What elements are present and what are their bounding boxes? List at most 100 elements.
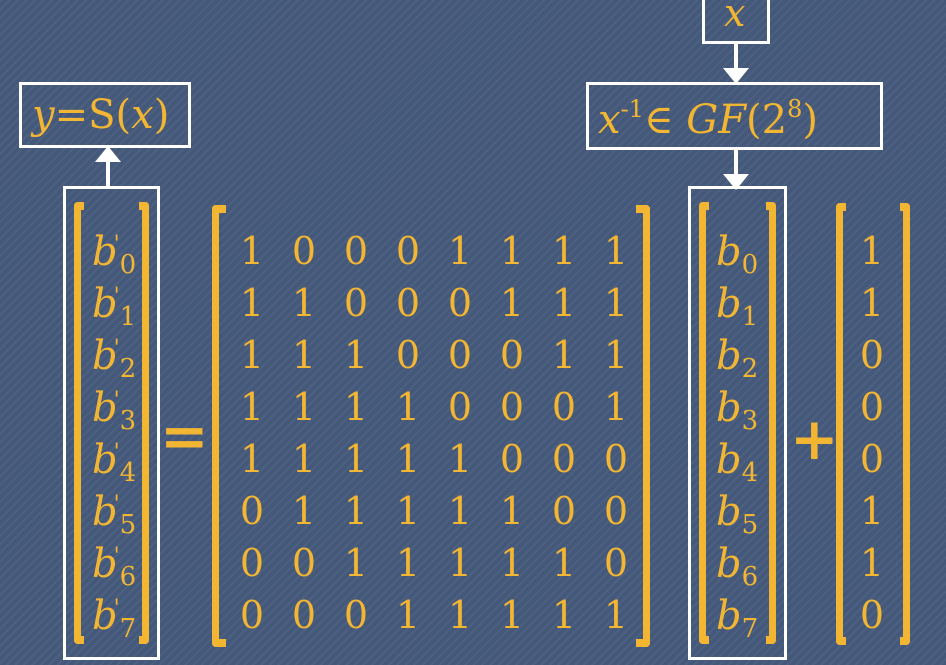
vector-prime: '	[113, 596, 120, 621]
output-open: (	[115, 92, 132, 138]
vector-subscript: 0	[119, 250, 137, 280]
input-vector-entry: b7	[716, 596, 776, 642]
output-vector-entry: b'6	[92, 544, 152, 590]
inverse-box	[586, 82, 883, 150]
matrix-cell: 0	[447, 281, 473, 325]
output-close: )	[153, 92, 170, 138]
input-vector-right-bracket	[766, 202, 776, 644]
matrix-cell: 1	[499, 541, 525, 585]
constant-entry: 1	[859, 281, 885, 325]
constant-left-bracket	[836, 203, 846, 645]
matrix-cell: 1	[499, 281, 525, 325]
constant-right-bracket	[900, 203, 910, 645]
matrix-cell: 1	[343, 437, 369, 481]
vector-symbol: b	[716, 333, 742, 379]
matrix-cell: 1	[603, 593, 629, 637]
vector-prime: '	[113, 388, 120, 413]
matrix-cell: 1	[499, 593, 525, 637]
vector-subscript: 3	[741, 406, 759, 436]
arrowhead-down	[723, 68, 749, 84]
constant-entry: 0	[859, 385, 885, 429]
matrix-cell: 1	[395, 385, 421, 429]
constant-entry: 0	[859, 333, 885, 377]
output-lhs: y	[32, 92, 55, 138]
output-vector-entry: b'5	[92, 492, 152, 538]
matrix-cell: 1	[291, 281, 317, 325]
matrix-cell: 1	[343, 385, 369, 429]
matrix-cell: 0	[395, 333, 421, 377]
vector-symbol: b	[716, 541, 742, 587]
vector-subscript: 4	[741, 458, 759, 488]
vector-subscript: 3	[119, 406, 137, 436]
input-vector-entry: b5	[716, 492, 776, 538]
vector-subscript: 5	[741, 510, 759, 540]
output-label: y=S(x)	[32, 95, 169, 135]
inverse-exponent: -1	[620, 95, 644, 123]
constant-entry: 1	[859, 541, 885, 585]
vector-subscript: 6	[119, 562, 137, 592]
member-symbol: ∈	[643, 97, 674, 143]
matrix-cell: 0	[551, 385, 577, 429]
matrix-cell: 1	[603, 385, 629, 429]
matrix-cell: 0	[239, 593, 265, 637]
matrix-cell: 0	[603, 489, 629, 533]
vector-subscript: 7	[119, 614, 137, 644]
matrix-left-bracket	[212, 205, 226, 647]
vector-prime: '	[113, 232, 120, 257]
matrix-right-bracket	[636, 205, 650, 647]
vector-subscript: 5	[119, 510, 137, 540]
matrix-cell: 0	[343, 281, 369, 325]
vector-subscript: 1	[119, 302, 137, 332]
vector-prime: '	[113, 440, 120, 465]
open-paren: (	[746, 97, 762, 143]
field-name: GF	[686, 97, 746, 143]
matrix-cell: 1	[291, 333, 317, 377]
matrix-cell: 1	[343, 541, 369, 585]
matrix-cell: 0	[239, 489, 265, 533]
matrix-cell: 0	[343, 593, 369, 637]
matrix-cell: 1	[239, 437, 265, 481]
constant-entry: 1	[859, 229, 885, 273]
matrix-cell: 0	[343, 229, 369, 273]
arrowhead-down	[723, 174, 749, 190]
output-box	[19, 82, 191, 148]
output-fn: S	[88, 92, 116, 138]
input-x-box	[702, 0, 770, 44]
matrix-cell: 0	[499, 385, 525, 429]
matrix-cell: 0	[603, 437, 629, 481]
field-base: 2	[761, 97, 788, 143]
input-vector-entry: b6	[716, 544, 776, 590]
constant-entry: 1	[859, 489, 885, 533]
matrix-cell: 1	[395, 437, 421, 481]
matrix-cell: 1	[551, 593, 577, 637]
vector-prime: '	[113, 492, 120, 517]
matrix-cell: 0	[395, 229, 421, 273]
vector-subscript: 2	[119, 354, 137, 384]
vector-subscript: 7	[741, 614, 759, 644]
matrix-cell: 1	[239, 229, 265, 273]
matrix-cell: 1	[551, 333, 577, 377]
matrix-cell: 1	[395, 593, 421, 637]
matrix-cell: 1	[447, 437, 473, 481]
output-vector-entry: b'0	[92, 232, 152, 278]
vector-symbol: b	[716, 593, 742, 639]
matrix-cell: 1	[447, 229, 473, 273]
vector-subscript: 1	[741, 302, 759, 332]
output-vector-box	[63, 186, 160, 660]
vector-symbol: b	[92, 593, 118, 639]
matrix-cell: 1	[291, 437, 317, 481]
close-paren: )	[802, 97, 818, 143]
field-exponent: 8	[787, 95, 803, 123]
input-vector-entry: b0	[716, 232, 776, 278]
output-eq: =	[54, 92, 89, 138]
vector-prime: '	[113, 544, 120, 569]
matrix-cell: 0	[447, 333, 473, 377]
input-vector-entry: b3	[716, 388, 776, 434]
vector-symbol: b	[92, 489, 118, 535]
vector-symbol: b	[92, 541, 118, 587]
matrix-cell: 0	[499, 437, 525, 481]
vector-symbol: b	[716, 437, 742, 483]
matrix-cell: 1	[291, 489, 317, 533]
matrix-cell: 1	[499, 229, 525, 273]
